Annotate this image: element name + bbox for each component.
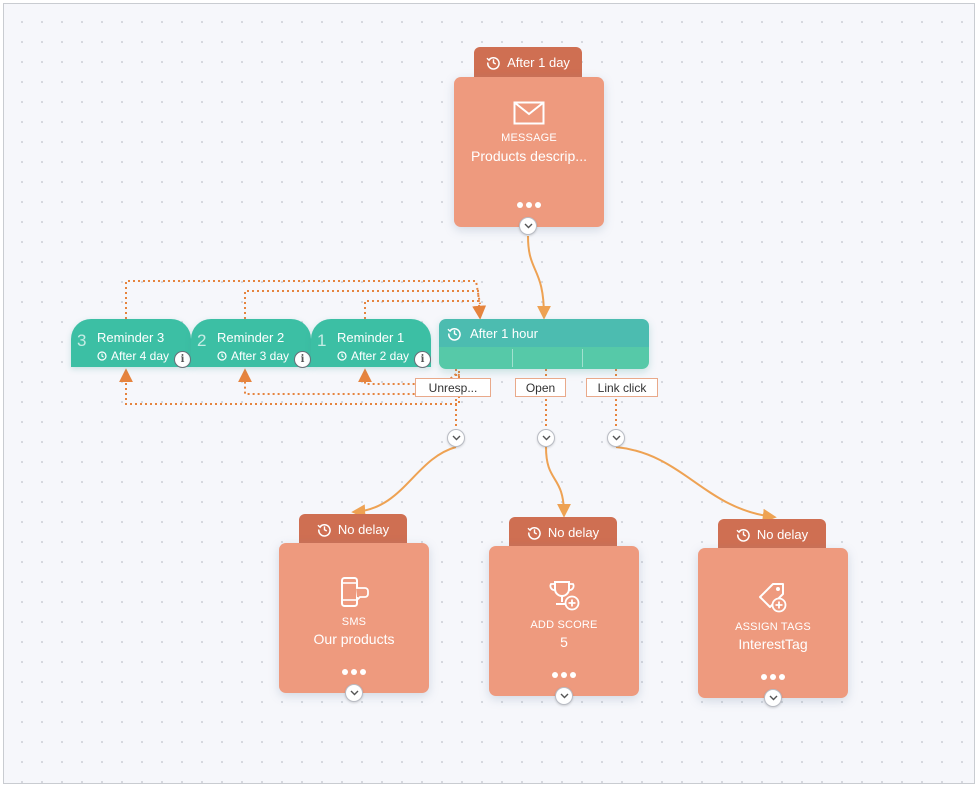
- clock-history-icon: [736, 528, 750, 542]
- loop-reminder1-out: [364, 300, 480, 319]
- message-value: Products descrip...: [471, 148, 587, 164]
- tags-delay-tab[interactable]: No delay: [718, 519, 826, 549]
- chevron-down-icon: [612, 435, 620, 441]
- reminder-delay: After 4 day: [97, 349, 169, 363]
- score-value: 5: [560, 634, 568, 650]
- score-kind: ADD SCORE: [530, 619, 598, 631]
- reminder-3-info-icon[interactable]: i: [174, 351, 191, 368]
- reminder-2[interactable]: 2 Reminder 2 After 3 day: [191, 319, 311, 367]
- clock-history-icon: [317, 523, 331, 537]
- branch-label-open[interactable]: Open: [515, 378, 566, 397]
- sms-expand-handle[interactable]: [345, 684, 363, 702]
- smartphone-chat-icon: [279, 576, 429, 610]
- link-click-expand-handle[interactable]: [607, 429, 625, 447]
- message-kind: MESSAGE: [501, 132, 557, 144]
- score-delay-tab[interactable]: No delay: [509, 517, 617, 547]
- envelope-icon: [454, 101, 604, 125]
- reminder-3[interactable]: 3 Reminder 3 After 4 day: [71, 319, 191, 367]
- chevron-down-icon: [350, 690, 358, 696]
- wait-header: After 1 hour: [439, 319, 649, 347]
- unresponded-expand-handle[interactable]: [447, 429, 465, 447]
- chevron-down-icon: [769, 695, 777, 701]
- sms-delay-tab[interactable]: No delay: [299, 514, 407, 544]
- branch-label-link-click[interactable]: Link click: [586, 378, 658, 397]
- loop-unresp-to-reminder1: [358, 368, 457, 385]
- sms-kind: SMS: [341, 616, 367, 628]
- workflow-canvas[interactable]: After 1 day MESSAGE Products descrip... …: [3, 3, 975, 784]
- reminder-title: Reminder 3: [97, 330, 165, 345]
- message-delay-tab[interactable]: After 1 day: [474, 47, 582, 77]
- sms-delay-label: No delay: [337, 521, 390, 537]
- wait-condition-node[interactable]: After 1 hour: [439, 319, 649, 369]
- tags-kind: ASSIGN TAGS: [735, 621, 811, 633]
- trophy-plus-icon: [489, 579, 639, 613]
- wire-open-to-score: [545, 446, 571, 518]
- score-delay-label: No delay: [547, 524, 600, 540]
- reminder-number: 3: [77, 331, 87, 350]
- branch-divider: [582, 349, 583, 367]
- more-options-icon[interactable]: [698, 674, 848, 680]
- tag-plus-icon: [698, 581, 848, 615]
- reminder-title: Reminder 2: [217, 330, 285, 345]
- more-options-icon[interactable]: [454, 202, 604, 208]
- more-options-icon[interactable]: [279, 669, 429, 675]
- assign-tags-node[interactable]: ASSIGN TAGS InterestTag: [698, 548, 848, 698]
- tags-value: InterestTag: [738, 636, 808, 652]
- more-options-icon[interactable]: [489, 672, 639, 678]
- reminder-delay: After 2 day: [337, 349, 409, 363]
- reminder-number: 2: [197, 331, 207, 350]
- reminder-1[interactable]: 1 Reminder 1 After 2 day: [311, 319, 431, 367]
- tags-delay-label: No delay: [756, 526, 809, 542]
- loop-unresp-to-reminder3: [119, 368, 460, 405]
- reminder-title: Reminder 1: [337, 330, 405, 345]
- sms-node[interactable]: SMS Our products: [279, 543, 429, 693]
- branch-slot-unresponded[interactable]: [439, 347, 512, 369]
- branch-slot-open[interactable]: [512, 347, 582, 369]
- clock-history-icon: [447, 327, 461, 341]
- clock-history-icon: [527, 526, 541, 540]
- branch-slot-link-click[interactable]: [582, 347, 649, 369]
- clock-icon: [97, 351, 107, 361]
- wire-unresponded-to-sms: [351, 446, 457, 519]
- wire-linkclick-to-tags: [615, 446, 777, 523]
- clock-icon: [337, 351, 347, 361]
- clock-icon: [217, 351, 227, 361]
- loop-reminder2-out: [244, 290, 487, 320]
- wait-delay-label: After 1 hour: [470, 325, 538, 341]
- tags-expand-handle[interactable]: [764, 689, 782, 707]
- add-score-node[interactable]: ADD SCORE 5: [489, 546, 639, 696]
- branch-label-unresponded[interactable]: Unresp...: [415, 378, 491, 397]
- chevron-down-icon: [542, 435, 550, 441]
- open-expand-handle[interactable]: [537, 429, 555, 447]
- chevron-down-icon: [452, 435, 460, 441]
- message-node[interactable]: MESSAGE Products descrip...: [454, 77, 604, 227]
- chevron-down-icon: [560, 693, 568, 699]
- reminder-1-info-icon[interactable]: i: [414, 351, 431, 368]
- reminder-delay: After 3 day: [217, 349, 289, 363]
- chevron-down-icon: [524, 223, 532, 229]
- message-delay-label: After 1 day: [507, 54, 570, 70]
- message-expand-handle[interactable]: [519, 217, 537, 235]
- reminder-number: 1: [317, 331, 327, 350]
- clock-history-icon: [486, 56, 500, 70]
- reminder-2-info-icon[interactable]: i: [294, 351, 311, 368]
- loop-reminder3-out: [125, 280, 481, 319]
- score-expand-handle[interactable]: [555, 687, 573, 705]
- sms-value: Our products: [313, 631, 395, 647]
- wire-message-to-wait: [527, 235, 551, 320]
- branch-divider: [512, 349, 513, 367]
